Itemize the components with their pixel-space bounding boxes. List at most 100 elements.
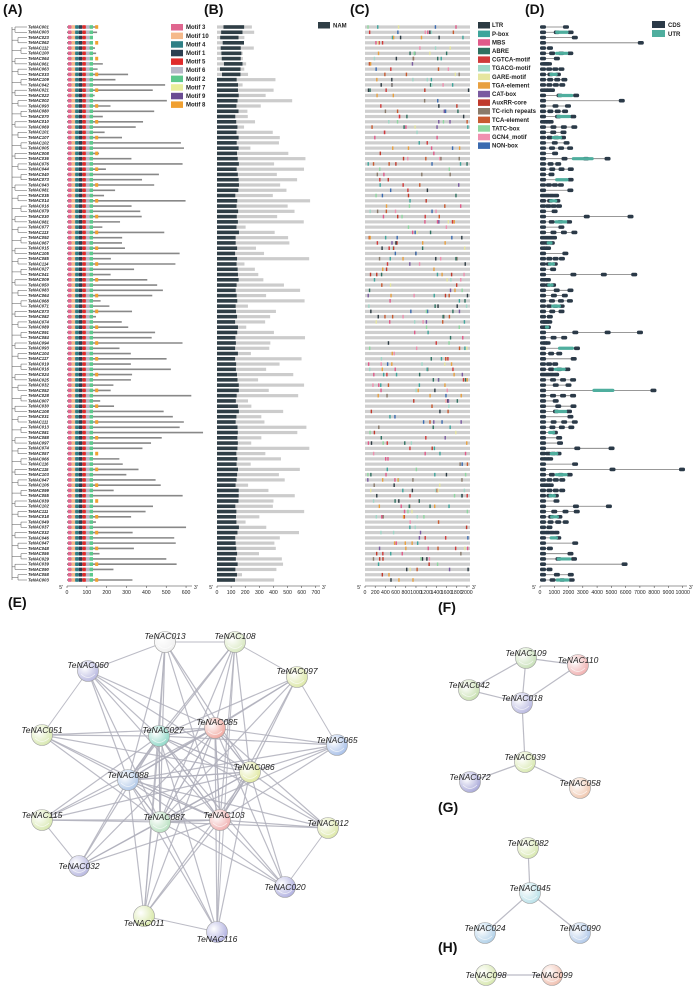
cis-element-mark <box>403 509 406 514</box>
cis-element-mark <box>381 246 383 250</box>
cds-block <box>540 425 546 430</box>
nam-domain <box>217 520 237 524</box>
cds-block <box>549 578 556 582</box>
cds-block <box>550 230 557 235</box>
cis-element-mark <box>439 483 441 487</box>
cis-element-mark <box>378 557 381 561</box>
motif-block <box>68 199 72 203</box>
motif-block <box>71 125 75 129</box>
motif-block <box>89 267 93 272</box>
motif-block <box>89 446 93 451</box>
cds-block <box>540 467 546 472</box>
nam-domain <box>217 204 237 208</box>
cds-block <box>540 288 546 293</box>
motif-block <box>95 483 99 487</box>
node-circle <box>274 876 296 898</box>
cis-element-mark <box>376 77 378 82</box>
protein-bar <box>217 430 298 435</box>
node-highlight <box>329 747 345 752</box>
motif-block <box>75 199 79 203</box>
motif-block <box>68 88 72 92</box>
cds-block <box>548 220 555 224</box>
cds-block <box>549 167 556 171</box>
motif-block <box>75 499 79 503</box>
cds-block <box>548 472 555 477</box>
cis-element-mark <box>396 235 398 240</box>
cis-element-mark <box>463 488 466 493</box>
cds-block <box>540 77 546 82</box>
motif-block <box>82 272 86 277</box>
cis-element-mark <box>447 399 450 403</box>
cis-element-mark <box>397 478 399 482</box>
motif-block <box>89 109 93 114</box>
motif-block <box>68 351 72 356</box>
cds-block <box>552 151 559 156</box>
axis-tick-label: 1200 <box>420 590 432 596</box>
promoter-bar <box>365 246 470 250</box>
motif-block <box>78 156 83 161</box>
cis-element-mark <box>394 251 397 256</box>
motif-block <box>82 309 86 314</box>
cis-element-mark <box>412 578 414 582</box>
nam-domain <box>217 88 238 92</box>
gene-label-TeNAC029: TeNAC029 <box>28 556 49 561</box>
panel-label-a: (A) <box>3 1 22 17</box>
motif-block <box>95 104 99 108</box>
cds-block <box>567 188 574 193</box>
motif-block <box>71 520 75 524</box>
axis-tick-label: 700 <box>311 590 320 596</box>
panel-label-h: (H) <box>438 939 457 955</box>
cds-block <box>650 388 657 393</box>
protein-bar <box>217 425 307 429</box>
motif-block <box>75 351 79 356</box>
cds-block <box>545 183 552 187</box>
cis-element-mark <box>385 204 388 208</box>
cds-block <box>540 367 546 372</box>
gene-label-TeNAC094: TeNAC094 <box>28 340 49 345</box>
nam-domain <box>217 346 236 351</box>
motif-block <box>82 177 86 182</box>
nam-domain <box>217 83 239 87</box>
cis-element-mark <box>393 541 396 545</box>
protein-bar <box>217 104 261 108</box>
cds-block <box>563 141 570 145</box>
motif-block <box>68 104 72 108</box>
gene-label-TeNAC081: TeNAC081 <box>28 430 49 435</box>
motif-block <box>75 188 79 193</box>
cis-element-mark <box>466 378 468 382</box>
cds-block <box>567 572 574 577</box>
axis-tick-label: 1000 <box>548 590 560 596</box>
protein-bar <box>217 241 290 245</box>
cds-block <box>540 330 546 335</box>
motif-block <box>82 130 86 135</box>
node-circle <box>515 647 537 669</box>
gene-label-TeNAC074: TeNAC074 <box>28 319 49 324</box>
cis-element-mark <box>415 388 417 393</box>
cis-element-mark <box>378 425 380 430</box>
promoter-bar <box>365 215 470 219</box>
node-label-TeNAC020: TeNAC020 <box>264 882 306 892</box>
motif-block <box>78 183 83 187</box>
motif-block <box>68 578 72 582</box>
cis-element-mark <box>454 288 456 293</box>
cis-element-mark <box>454 546 457 551</box>
promoter-bar <box>365 78 470 82</box>
motif-block <box>89 341 93 345</box>
legend-swatch <box>478 47 490 55</box>
cds-block <box>573 346 580 351</box>
motif-block <box>82 467 86 472</box>
cis-element-mark <box>466 162 468 166</box>
motif-block <box>89 56 93 61</box>
nam-domain <box>217 467 238 472</box>
motif-block <box>89 146 93 150</box>
cds-block <box>571 420 578 424</box>
motif-block <box>89 183 93 187</box>
cis-element-mark <box>433 267 435 272</box>
cds-block <box>540 204 546 208</box>
cis-element-mark <box>380 436 383 440</box>
motif-block <box>86 430 90 435</box>
cis-element-mark <box>445 51 448 56</box>
cis-element-mark <box>381 283 383 287</box>
cds-block <box>549 51 556 56</box>
cds-block <box>540 372 546 377</box>
